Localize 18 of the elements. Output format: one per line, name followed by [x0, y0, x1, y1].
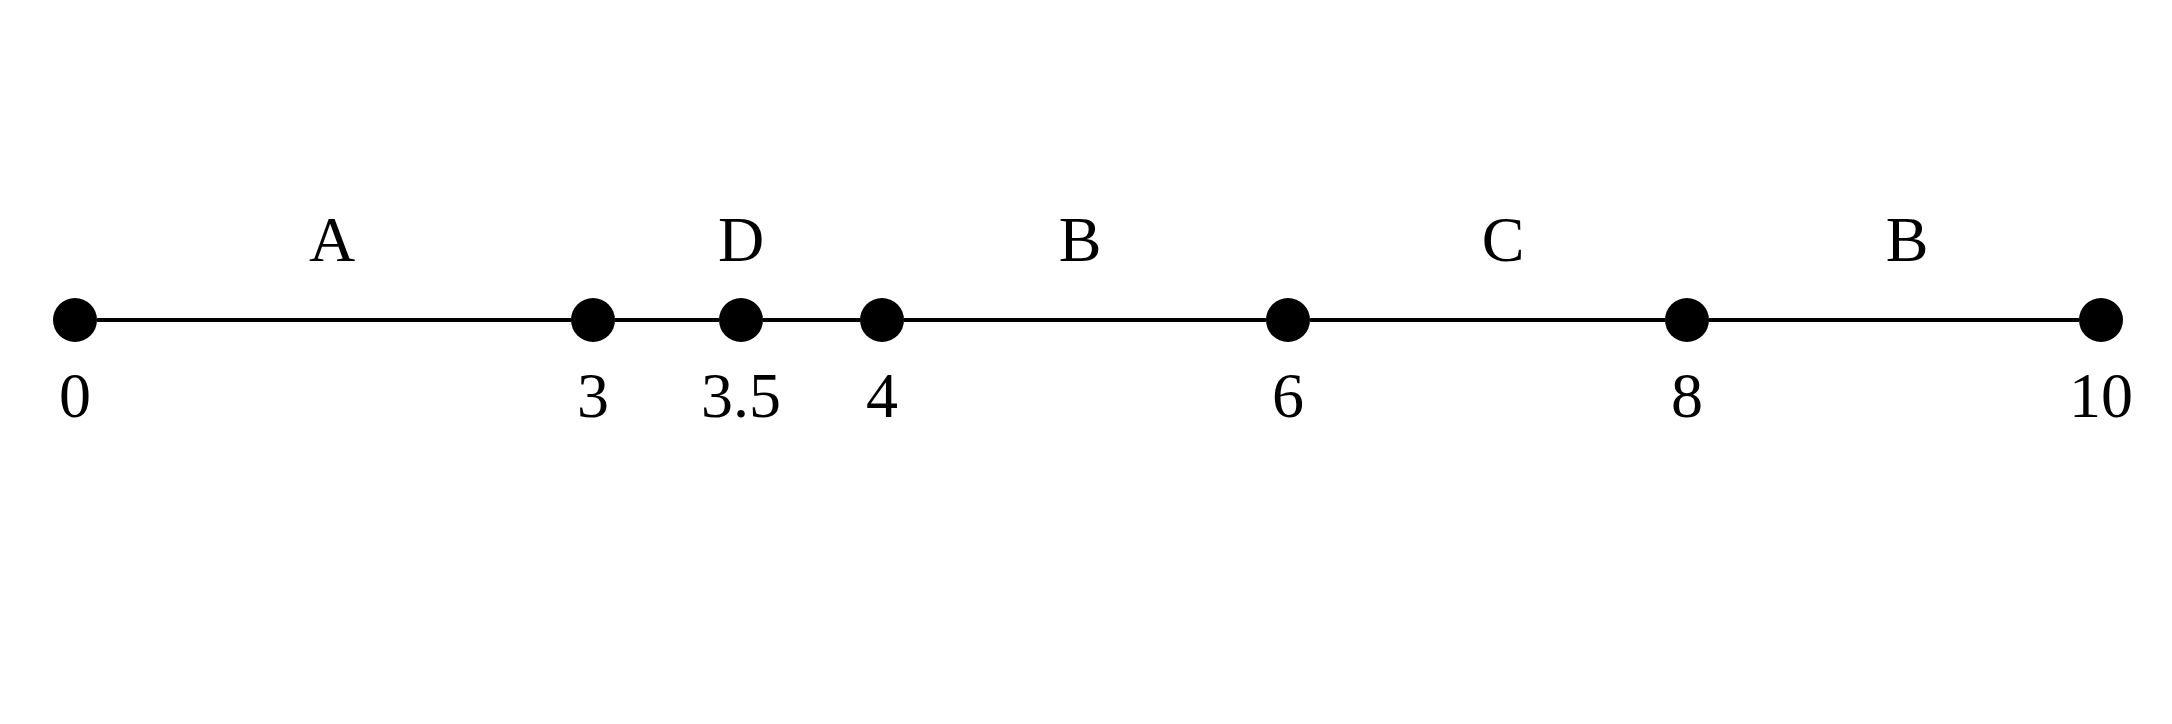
tick-label: 4	[866, 364, 898, 428]
line-segment	[1310, 318, 1665, 322]
line-segment	[904, 318, 1266, 322]
line-segment	[1709, 318, 2079, 322]
tick-label: 6	[1272, 364, 1304, 428]
segment-letter: A	[308, 208, 356, 272]
line-segment	[763, 318, 860, 322]
line-segment	[97, 318, 571, 322]
tick-label: 8	[1671, 364, 1703, 428]
segment-letter: C	[1481, 208, 1525, 272]
segment-letter: B	[1885, 208, 1929, 272]
line-segment	[615, 318, 719, 322]
tick-label: 3.5	[701, 364, 781, 428]
tick-label: 0	[59, 364, 91, 428]
segment-letter: B	[1058, 208, 1102, 272]
tick-label: 3	[577, 364, 609, 428]
segment-letter: D	[717, 208, 765, 272]
tick-label: 10	[2069, 364, 2133, 428]
